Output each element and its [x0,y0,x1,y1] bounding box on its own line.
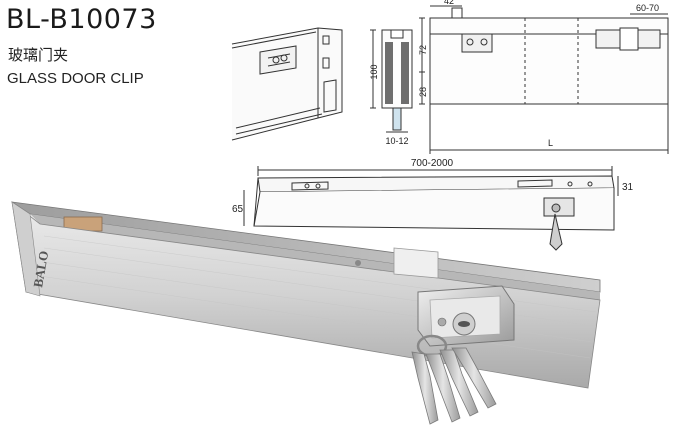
keys [411,347,497,425]
front-elevation [419,5,669,154]
dim-length-symbol: L [548,138,553,148]
dim-height-side: 65 [232,204,244,215]
plan-drawing [243,166,619,251]
dim-depth: 31 [622,182,634,193]
section-view [370,29,413,133]
product-name-english: GLASS DOOR CLIP [7,70,144,87]
brand-logo: BALO [30,250,51,289]
dim-height-upper: 72 [418,45,428,55]
dim-end-range: 60-70 [636,3,659,13]
dim-glass-thickness: 10-12 [385,136,408,146]
product-model-title: BL-B10073 [6,4,157,35]
dim-height-total: 100 [369,64,379,79]
product-name-chinese: 玻璃门夹 [8,46,69,64]
product-render [11,201,601,425]
dim-height-lower: 28 [418,87,428,97]
dim-length-range: 700-2000 [411,158,454,169]
dim-top-offset: 42 [444,0,454,6]
perspective-sketch [231,27,343,141]
